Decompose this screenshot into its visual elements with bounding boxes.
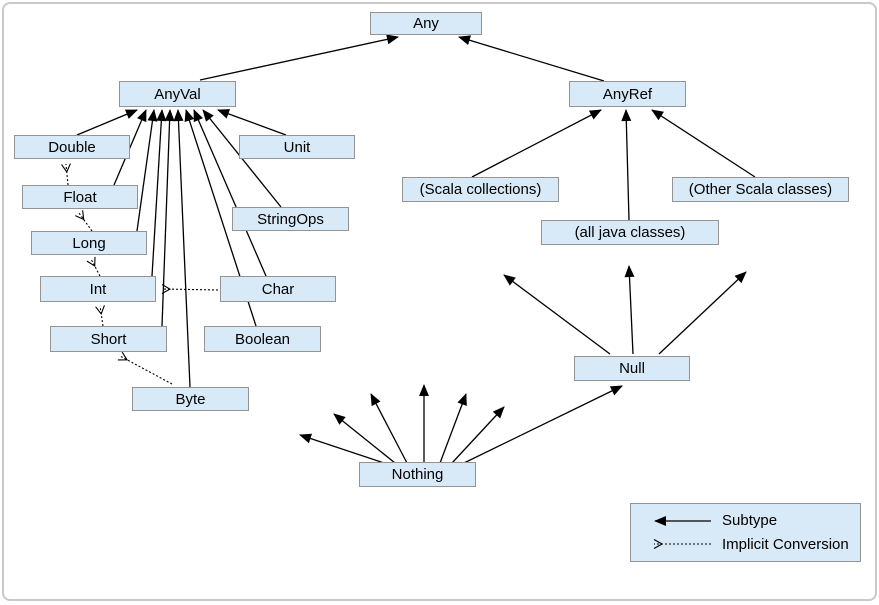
node-other-scala-classes: (Other Scala classes) — [672, 177, 849, 202]
edge-char-anyval — [193, 109, 267, 277]
node-boolean: Boolean — [204, 326, 321, 352]
edge-anyref-any — [458, 35, 605, 82]
node-scala-collections: (Scala collections) — [402, 177, 559, 202]
node-short: Short — [50, 326, 167, 352]
edge-implicit-char-int — [162, 289, 219, 290]
implicit-conversion-arrow-icon — [641, 537, 711, 551]
node-null: Null — [574, 356, 690, 381]
node-char: Char — [220, 276, 336, 302]
edge-null-toward-other-scala — [658, 271, 747, 355]
edge-nothing-fan-6 — [451, 406, 505, 464]
edge-scala-collections-anyref — [471, 109, 602, 178]
edge-implicit-byte-short — [120, 356, 173, 385]
legend-row-implicit-conversion: Implicit Conversion — [641, 536, 850, 553]
edge-anyval-any — [199, 34, 399, 81]
edge-null-toward-scala-collections — [503, 274, 611, 355]
node-byte: Byte — [132, 387, 249, 411]
node-double: Double — [14, 135, 130, 159]
node-unit: Unit — [239, 135, 355, 159]
node-long: Long — [31, 231, 147, 255]
edge-double-anyval — [76, 109, 138, 136]
node-any: Any — [370, 12, 482, 35]
edge-null-toward-all-java — [624, 265, 635, 355]
edge-short-anyval — [161, 109, 175, 327]
legend: Subtype Implicit Conversion — [630, 503, 861, 562]
legend-implicit-conversion-label: Implicit Conversion — [722, 535, 849, 553]
edge-unit-anyval — [217, 109, 287, 136]
edge-implicit-long-float — [79, 213, 93, 232]
edge-implicit-int-long — [91, 259, 101, 277]
edge-implicit-float-double — [66, 164, 68, 186]
node-int: Int — [40, 276, 156, 302]
subtype-arrow-icon — [654, 515, 711, 526]
edge-nothing-fan-5 — [439, 393, 467, 464]
node-nothing: Nothing — [359, 462, 476, 487]
legend-row-subtype: Subtype — [641, 512, 850, 529]
node-all-java-classes: (all java classes) — [541, 220, 719, 245]
node-float: Float — [22, 185, 138, 209]
edge-nothing-fan-2 — [333, 413, 396, 464]
edge-implicit-short-int — [100, 306, 103, 327]
edge-int-anyval — [151, 109, 167, 277]
legend-subtype-label: Subtype — [722, 512, 778, 530]
edge-all-java-anyref — [621, 109, 632, 221]
edges-layer — [4, 34, 756, 464]
node-anyref: AnyRef — [569, 81, 686, 107]
edge-nothing-null — [463, 385, 623, 464]
edge-nothing-fan-1 — [299, 433, 385, 464]
node-anyval: AnyVal — [119, 81, 236, 107]
node-stringops: StringOps — [232, 207, 349, 231]
edge-long-anyval — [136, 109, 158, 232]
edge-float-anyval — [113, 109, 147, 186]
edge-byte-anyval — [173, 109, 191, 388]
edge-nothing-fan-3 — [370, 393, 408, 464]
edge-other-scala-anyref — [651, 109, 756, 178]
